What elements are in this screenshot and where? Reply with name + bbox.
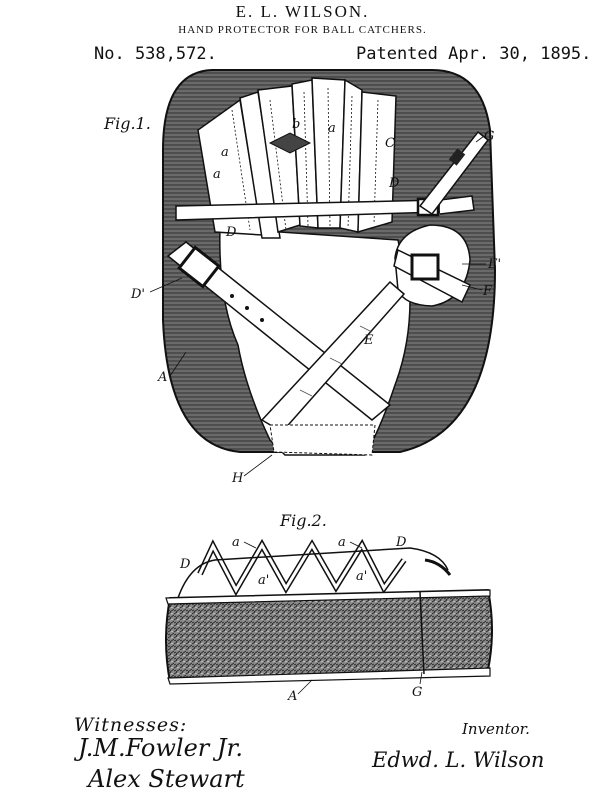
fig1-ref-d-lower: D xyxy=(225,225,237,240)
fig2-label: Fig.2. xyxy=(280,511,327,530)
fig1-ref-g: G xyxy=(484,129,494,144)
fig2-ref-a-capital: A xyxy=(287,689,297,704)
fig1-ref-h: H xyxy=(231,471,244,486)
fig2-ref-a-prime1: a' xyxy=(258,573,269,588)
fig1-ref-e-prime: E' xyxy=(487,257,501,272)
patent-number: No. 538,572. xyxy=(94,44,217,64)
fig1-ref-b: b xyxy=(292,117,300,132)
fig2-pad xyxy=(165,588,493,684)
fig2-ref-a-prime2: a' xyxy=(356,569,367,584)
fig1-wrist-band xyxy=(269,424,376,456)
fig2-ref-d-right: D xyxy=(395,535,407,550)
witness-signature-1: J.M.Fowler Jr. xyxy=(78,734,243,762)
fig2-strap-d xyxy=(177,547,449,599)
inventor-name: E. L. WILSON. xyxy=(235,2,370,21)
fig2-ref-d-left: D xyxy=(179,557,191,572)
fig1-ref-a-capital: A xyxy=(157,370,167,385)
fig1-ref-f: F xyxy=(482,284,493,299)
fig2-ref-a2: a xyxy=(338,535,346,550)
patent-date: Patented Apr. 30, 1895. xyxy=(356,44,592,64)
inventor-signature: Edwd. L. Wilson xyxy=(372,748,545,772)
fig2-ref-g: G xyxy=(412,685,422,700)
patent-title: HAND PROTECTOR FOR BALL CATCHERS. xyxy=(178,24,427,36)
fig1-ref-e: E xyxy=(363,333,374,348)
fig2-ref-a1: a xyxy=(232,535,240,550)
witness-signature-2: Alex Stewart xyxy=(88,765,245,793)
fig1-label: Fig.1. xyxy=(104,114,151,133)
fig1-ref-a1: a xyxy=(221,145,229,160)
fig1-ref-a2: a xyxy=(213,167,221,182)
fig1-ref-d-prime: D' xyxy=(130,287,145,302)
fig1-ref-a3: a xyxy=(328,121,336,136)
inventor-label: Inventor. xyxy=(462,720,530,738)
fig1-ref-d: D xyxy=(388,176,400,191)
fig1-strap-diag1 xyxy=(166,241,392,421)
fig1-ref-c: C xyxy=(385,136,395,151)
witnesses-label: Witnesses: xyxy=(74,714,188,736)
